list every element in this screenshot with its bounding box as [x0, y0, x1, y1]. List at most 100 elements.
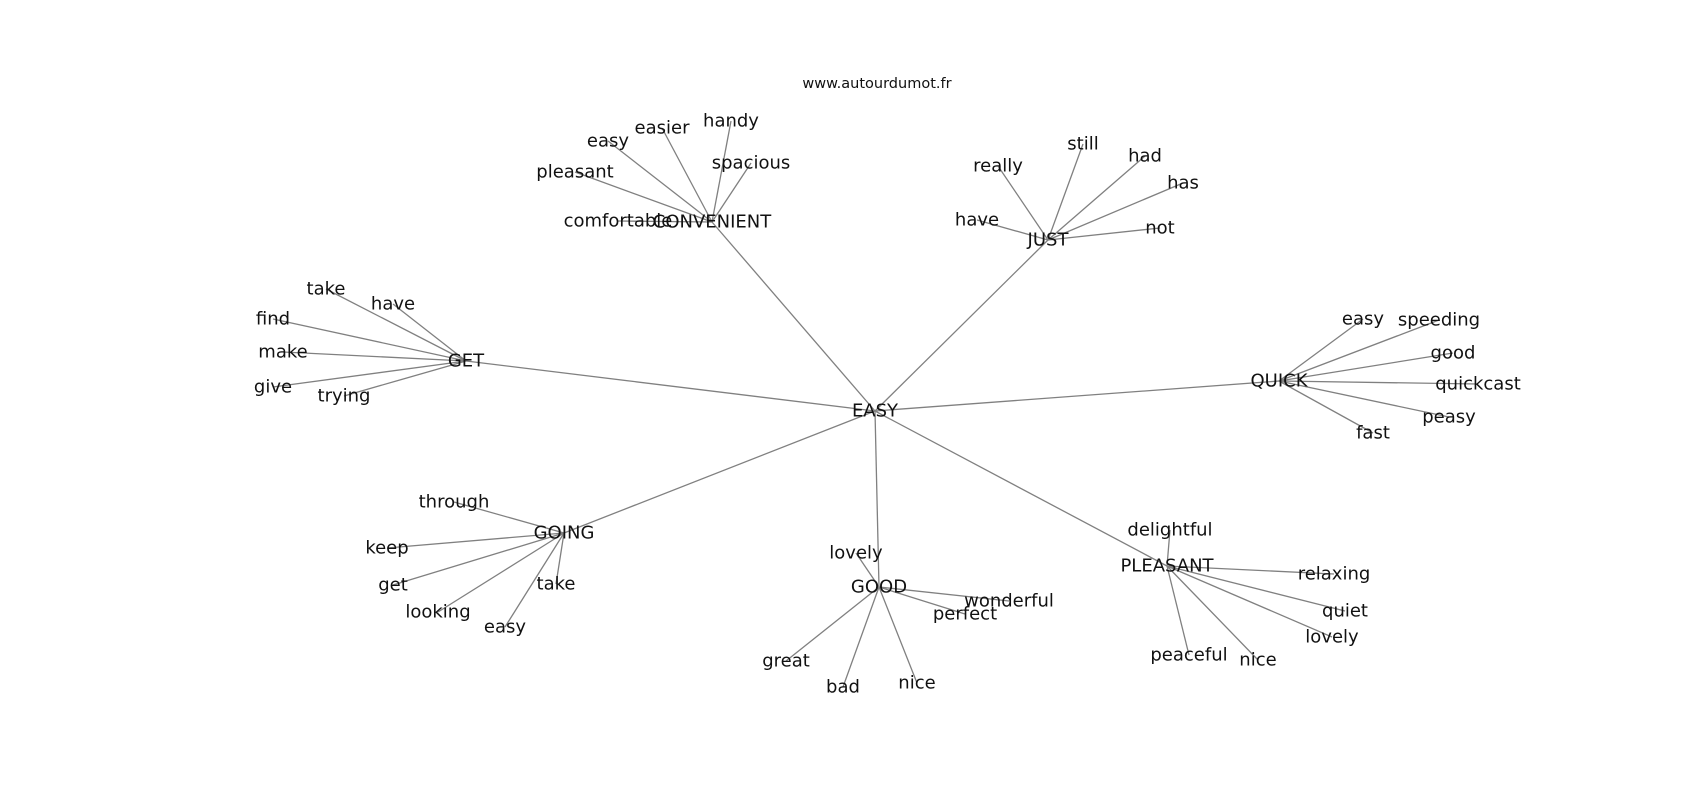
edge-convenient-comfortable [617, 220, 713, 223]
edge-going-through [453, 501, 565, 534]
edge-center-just [874, 239, 1049, 412]
edge-going-get [392, 532, 565, 586]
leaf-node-convenient-pleasant[interactable]: pleasant [536, 162, 613, 183]
edge-good-bad [842, 586, 880, 688]
edge-pleasant-quiet [1166, 565, 1346, 612]
edge-quick-fast [1278, 380, 1374, 434]
leaf-node-quick-quickcast[interactable]: quickcast [1435, 374, 1521, 395]
edge-get-give [272, 360, 467, 388]
leaf-node-get-trying[interactable]: trying [318, 386, 371, 407]
edge-just-has [1047, 182, 1184, 241]
edge-just-still [1047, 143, 1084, 241]
edge-convenient-spacious [711, 162, 752, 223]
edge-get-have [392, 303, 467, 362]
edge-good-nice [878, 586, 918, 684]
edge-center-convenient [711, 221, 876, 412]
edge-good-lovely [855, 552, 880, 588]
leaf-node-pleasant-delightful[interactable]: delightful [1127, 520, 1212, 541]
edge-quick-speeding [1278, 319, 1440, 382]
leaf-node-convenient-easier[interactable]: easier [635, 118, 691, 139]
hub-node-quick[interactable]: QUICK [1250, 371, 1308, 392]
leaf-node-get-give[interactable]: give [254, 377, 292, 398]
edge-just-had [1047, 155, 1146, 241]
edge-quick-easy [1278, 318, 1364, 382]
graph-labels: EASYCONVENIENTcomfortablepleasanteasyeas… [254, 111, 1521, 698]
edge-going-keep [386, 532, 565, 549]
edge-convenient-easy [607, 140, 713, 223]
edge-center-good [874, 410, 880, 588]
center-word-node[interactable]: EASY [852, 401, 899, 422]
edge-get-make [282, 351, 467, 362]
leaf-node-pleasant-nice[interactable]: nice [1239, 650, 1276, 671]
edge-just-really [997, 165, 1049, 241]
leaf-node-quick-peasy[interactable]: peasy [1422, 407, 1476, 428]
edge-center-going [563, 410, 876, 534]
edge-just-not [1047, 227, 1161, 241]
leaf-node-good-wonderful[interactable]: wonderful [964, 591, 1054, 612]
leaf-node-going-get[interactable]: get [378, 575, 408, 596]
hub-node-going[interactable]: GOING [534, 523, 595, 544]
edge-going-looking [437, 532, 565, 613]
edge-convenient-pleasant [574, 171, 713, 223]
leaf-node-just-really[interactable]: really [973, 156, 1023, 177]
edge-center-pleasant [874, 410, 1168, 567]
leaf-node-get-make[interactable]: make [258, 342, 307, 363]
edge-good-wonderful [878, 586, 1010, 602]
leaf-node-pleasant-lovely[interactable]: lovely [1305, 627, 1359, 648]
graph-edges [272, 120, 1479, 688]
leaf-node-good-perfect[interactable]: perfect [933, 604, 997, 625]
edge-going-take [555, 532, 565, 585]
edge-get-trying [343, 360, 467, 397]
edge-going-easy [504, 532, 565, 628]
edge-get-take [325, 288, 467, 362]
hub-node-good[interactable]: GOOD [851, 577, 907, 598]
edge-pleasant-delightful [1166, 529, 1171, 567]
leaf-node-quick-speeding[interactable]: speeding [1398, 310, 1480, 331]
edge-convenient-easier [661, 127, 713, 223]
leaf-node-pleasant-peaceful[interactable]: peaceful [1150, 645, 1227, 666]
edge-center-quick [874, 380, 1280, 412]
leaf-node-quick-easy[interactable]: easy [1342, 309, 1384, 330]
leaf-node-pleasant-quiet[interactable]: quiet [1322, 601, 1368, 622]
leaf-node-just-had[interactable]: had [1128, 146, 1162, 167]
leaf-node-going-take[interactable]: take [537, 574, 576, 595]
leaf-node-going-through[interactable]: through [419, 492, 490, 513]
leaf-node-good-bad[interactable]: bad [826, 677, 860, 698]
edge-quick-good [1278, 352, 1454, 382]
hub-node-pleasant[interactable]: PLEASANT [1120, 556, 1214, 577]
leaf-node-pleasant-relaxing[interactable]: relaxing [1298, 564, 1371, 585]
leaf-node-just-not[interactable]: not [1145, 218, 1174, 239]
leaf-node-just-still[interactable]: still [1067, 134, 1098, 155]
leaf-node-convenient-spacious[interactable]: spacious [712, 153, 791, 174]
hub-node-just[interactable]: JUST [1027, 230, 1070, 251]
leaf-node-good-great[interactable]: great [762, 651, 810, 672]
leaf-node-going-keep[interactable]: keep [365, 538, 408, 559]
leaf-node-going-easy[interactable]: easy [484, 617, 526, 638]
leaf-node-good-lovely[interactable]: lovely [829, 543, 883, 564]
site-url: www.autourdumot.fr [802, 76, 951, 92]
leaf-node-just-has[interactable]: has [1167, 173, 1199, 194]
leaf-node-good-nice[interactable]: nice [898, 673, 935, 694]
edge-quick-quickcast [1278, 380, 1479, 385]
edge-good-perfect [878, 586, 966, 615]
leaf-node-convenient-comfortable[interactable]: comfortable [564, 211, 673, 232]
leaf-node-going-looking[interactable]: looking [405, 602, 470, 623]
leaf-node-quick-good[interactable]: good [1431, 343, 1476, 364]
leaf-node-just-have[interactable]: have [955, 210, 999, 231]
leaf-node-get-take[interactable]: take [307, 279, 346, 300]
leaf-node-convenient-handy[interactable]: handy [703, 111, 759, 132]
edge-center-get [465, 360, 876, 412]
edge-pleasant-lovely [1166, 565, 1333, 638]
leaf-node-get-have[interactable]: have [371, 294, 415, 315]
hub-node-convenient[interactable]: CONVENIENT [653, 212, 772, 233]
edge-quick-peasy [1278, 380, 1450, 418]
hub-node-get[interactable]: GET [448, 351, 485, 372]
leaf-node-convenient-easy[interactable]: easy [587, 131, 629, 152]
leaf-node-get-find[interactable]: find [256, 309, 290, 330]
edge-pleasant-peaceful [1166, 565, 1190, 656]
edge-just-have [976, 219, 1049, 241]
edge-good-great [785, 586, 880, 662]
edge-convenient-handy [711, 120, 732, 223]
leaf-node-quick-fast[interactable]: fast [1356, 423, 1390, 444]
